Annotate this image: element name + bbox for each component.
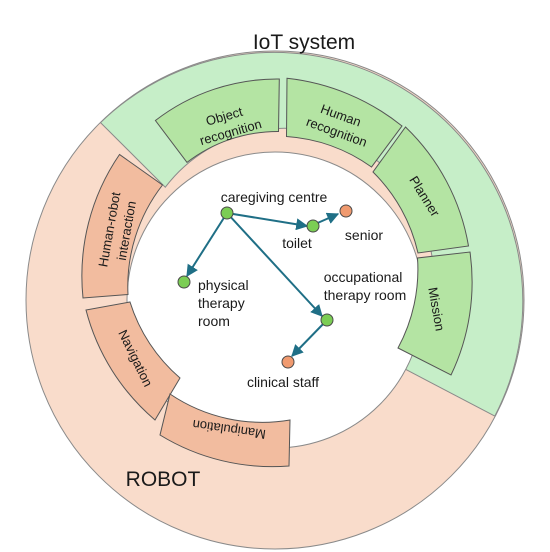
node-occupational-therapy [320, 313, 334, 327]
occupational-line2: therapy room [324, 287, 406, 303]
route-arrows [186, 212, 340, 357]
module-mission: Mission [397, 251, 473, 376]
physical-line1: physical [198, 277, 249, 293]
node-senior [339, 204, 353, 218]
robot-label: ROBOT [126, 468, 201, 491]
arrow-to-clinical-staff [291, 319, 328, 357]
arrow-to-occupational-therapy [226, 212, 323, 317]
arrow-to-physical-therapy [186, 212, 228, 278]
physical-line2: therapy [198, 295, 245, 311]
node-clinical-staff [281, 355, 295, 369]
physical-line3: room [198, 313, 230, 329]
label-senior: senior [345, 227, 383, 243]
label-occupational-therapy-room: occupational therapy room [324, 269, 407, 303]
node-caregiving-centre [220, 206, 234, 220]
module-planner: Planner [372, 126, 470, 254]
node-physical-therapy [177, 275, 191, 289]
node-toilet [306, 219, 320, 233]
iot-system-label: IoT system [253, 31, 355, 54]
occupational-line1: occupational [324, 269, 403, 285]
module-object-recognition: Object recognition [154, 78, 280, 164]
label-toilet: toilet [282, 235, 312, 251]
label-clinical-staff: clinical staff [247, 374, 319, 390]
label-physical-therapy-room: physical therapy room [198, 277, 252, 329]
arrow-to-toilet [226, 212, 309, 231]
label-caregiving-centre: caregiving centre [221, 189, 328, 205]
